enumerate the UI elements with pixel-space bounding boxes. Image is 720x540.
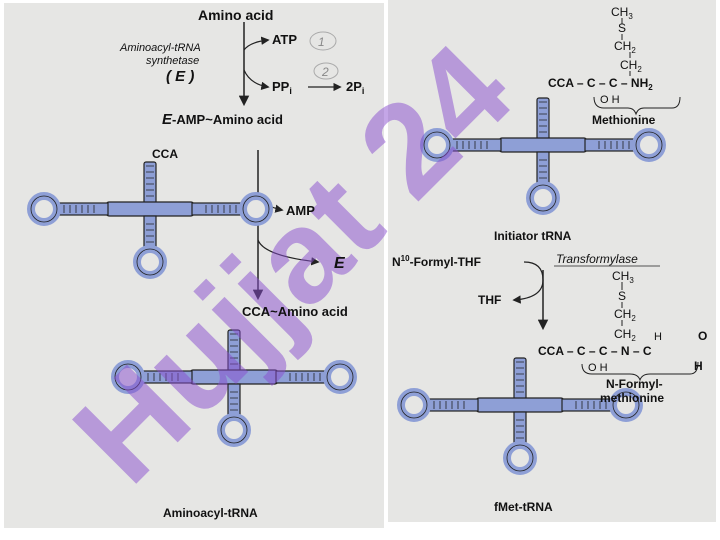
cca-left: CCA [152,147,178,161]
enzyme-name: Aminoacyl-tRNA [119,42,201,54]
enzyme-release-arrow [257,239,320,266]
methionine-bonds [621,18,631,76]
atp-note: 1 [318,35,325,49]
amino-acid-label: Amino acid [198,7,273,23]
s-2-label: S [618,289,626,303]
ppi-arrow [243,69,270,91]
enzyme-name-2: synthetase [146,55,199,67]
s-label: S [618,21,626,35]
right-panel [388,0,716,522]
initiator-trna-label: Initiator tRNA [494,229,572,243]
ch2-b-label: CH2 [620,58,642,74]
ch3-2-label: CH3 [612,269,634,285]
o-top-label: O [698,329,707,343]
enzyme-symbol: ( E ) [166,68,194,85]
n-formyl-label: N-Formyl- [606,377,663,391]
methionine-brace [593,96,681,116]
intermediate-label: E-AMP~Amino acid [162,111,283,128]
ppi-note: 2 [321,65,329,79]
ch2-d-label: CH2 [614,327,636,343]
note-circle-2 [313,62,339,80]
fmet-brace [581,361,699,382]
methionine-label: Methionine [592,113,656,127]
atp-arrow [243,36,270,51]
met-chain-label: CCA – C – C – NH2 [548,76,653,92]
met-o-h: O H [600,94,620,106]
ch3-label: CH3 [611,5,633,21]
ch2-c-label: CH2 [614,307,636,323]
transformylase-label: Transformylase [556,252,638,266]
thf-label: THF [478,293,501,307]
ppi-label: PPi [272,79,292,96]
formyl-arrow [512,261,544,304]
trna-fmet [401,358,639,471]
h-top-label: H [654,331,662,343]
atp-label: ATP [272,32,297,47]
released-enzyme: E [334,255,346,272]
formyl-thf-label: N10-Formyl-THF [392,254,481,269]
amp-label: AMP [286,203,315,218]
note-circle-1 [309,31,337,51]
left-panel [4,3,384,528]
n-formyl-label-2: methionine [600,391,664,405]
fmet-chain-label: CCA – C – C – N – C [538,344,652,358]
fmet-o-h: O H [588,362,608,374]
two-pi-label: 2Pi [346,79,364,96]
fmet-trna-label: fMet-tRNA [494,500,553,514]
h-right-label: H [694,359,703,373]
ch2-a-label: CH2 [614,39,636,55]
cca-amino-acid-label: CCA~Amino acid [242,304,348,319]
aminoacyl-trna-label: Aminoacyl-tRNA [163,506,258,520]
